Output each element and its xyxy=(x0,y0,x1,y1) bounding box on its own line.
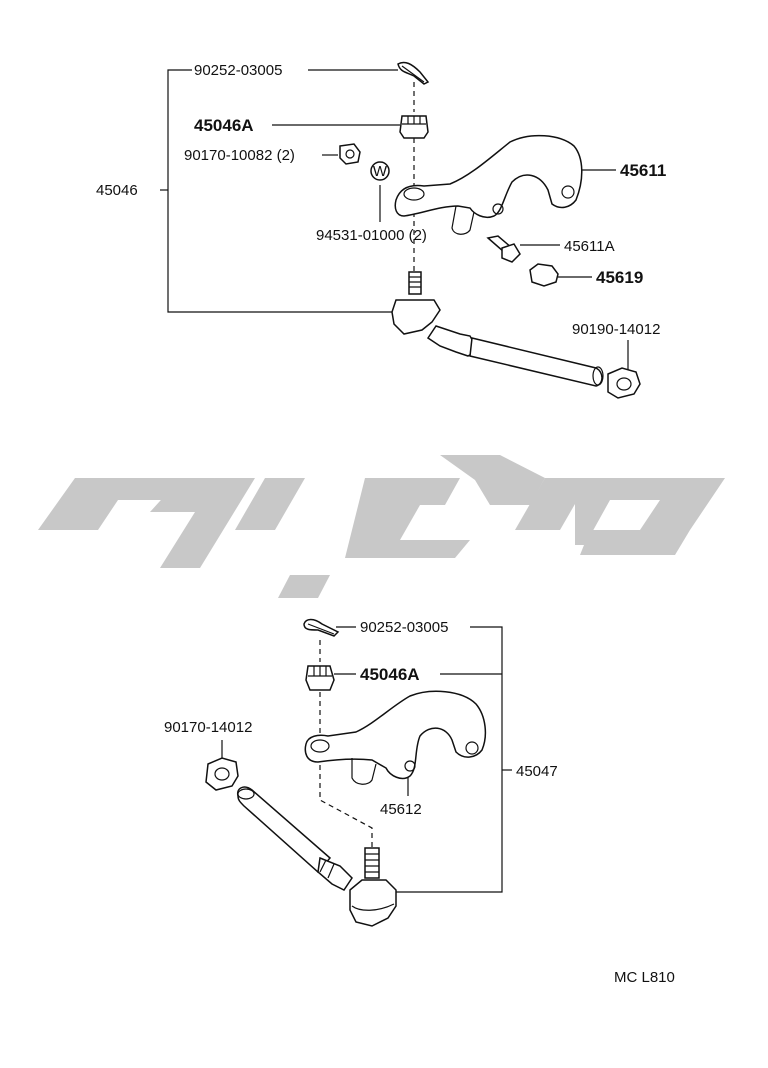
upper-assembly-bracket xyxy=(167,69,395,313)
lower-cotter-pin xyxy=(303,618,340,637)
lower-castle-nut xyxy=(305,665,335,691)
lower-centerline-3 xyxy=(319,756,373,848)
upper-washer-label: 94531-01000 (2) xyxy=(316,227,427,244)
upper-bolt xyxy=(486,235,521,263)
drawing-code: MC L810 xyxy=(614,969,675,986)
upper-washer: W xyxy=(370,161,390,181)
lower-lock-nut xyxy=(205,757,239,791)
upper-castle-nut-label: 45046A xyxy=(194,116,254,135)
upper-tie-rod-end xyxy=(391,271,604,387)
lower-arm-label: 45612 xyxy=(380,801,422,818)
lower-assembly: 90252-03005 45046A 90170-14012 45047 456… xyxy=(164,618,558,927)
upper-arm xyxy=(394,134,583,235)
upper-assembly: W xyxy=(96,61,666,399)
lower-tie-rod-end xyxy=(236,786,397,927)
lower-cotter-pin-label: 90252-03005 xyxy=(360,619,448,636)
washer-symbol: W xyxy=(373,163,388,180)
lower-lock-nut-label: 90170-14012 xyxy=(164,719,252,736)
upper-small-nut xyxy=(339,143,361,165)
upper-arm-label: 45611 xyxy=(620,161,666,180)
upper-lock-nut xyxy=(607,367,641,399)
lower-assembly-bracket xyxy=(396,626,503,893)
lower-assembly-label: 45047 xyxy=(516,763,558,780)
upper-cotter-pin xyxy=(397,61,430,85)
upper-cap-nut-label: 45619 xyxy=(596,268,643,287)
upper-assembly-label: 45046 xyxy=(96,182,138,199)
lower-arm xyxy=(304,690,487,785)
upper-cotter-pin-label: 90252-03005 xyxy=(194,62,282,79)
lower-castle-nut-label: 45046A xyxy=(360,665,420,684)
upper-bolt-label: 45611A xyxy=(564,238,615,255)
upper-cap-nut xyxy=(529,263,559,287)
upper-small-nut-label: 90170-10082 (2) xyxy=(184,147,295,164)
upper-castle-nut xyxy=(399,115,429,139)
watermark-logo xyxy=(38,455,725,598)
upper-lock-nut-label: 90190-14012 xyxy=(572,321,660,338)
